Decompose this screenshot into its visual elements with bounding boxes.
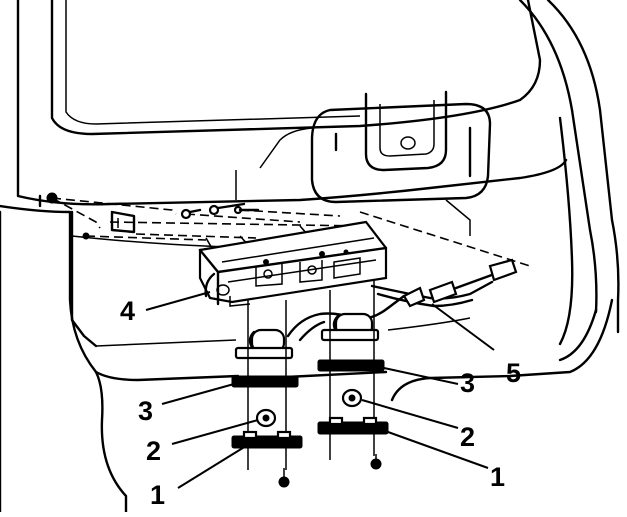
callout-4: 4 — [120, 296, 135, 326]
callout-5: 5 — [506, 358, 521, 388]
washer-left — [255, 408, 277, 428]
cover-left — [231, 430, 303, 449]
leader-lines — [145, 291, 495, 489]
callout-3-left: 3 — [138, 396, 153, 426]
cover-right — [317, 416, 389, 435]
callout-2-right: 2 — [460, 422, 475, 452]
callout-1-left: 1 — [150, 480, 165, 510]
screw-right — [370, 454, 382, 470]
bulb-socket-left — [234, 328, 294, 360]
callout-2-left: 2 — [146, 436, 161, 466]
mounting-screws-top — [46, 192, 260, 240]
callout-3-right: 3 — [460, 368, 475, 398]
wiring-harness — [286, 258, 518, 342]
lens-left — [231, 375, 299, 388]
lamp-housing — [198, 220, 388, 307]
washer-right — [341, 388, 363, 408]
bulb-socket-right — [320, 312, 380, 342]
callout-1-right: 1 — [490, 462, 505, 492]
callout-labels: 1 1 2 2 3 3 4 5 — [120, 296, 521, 510]
screw-left — [278, 468, 290, 488]
lens-right — [317, 359, 385, 372]
